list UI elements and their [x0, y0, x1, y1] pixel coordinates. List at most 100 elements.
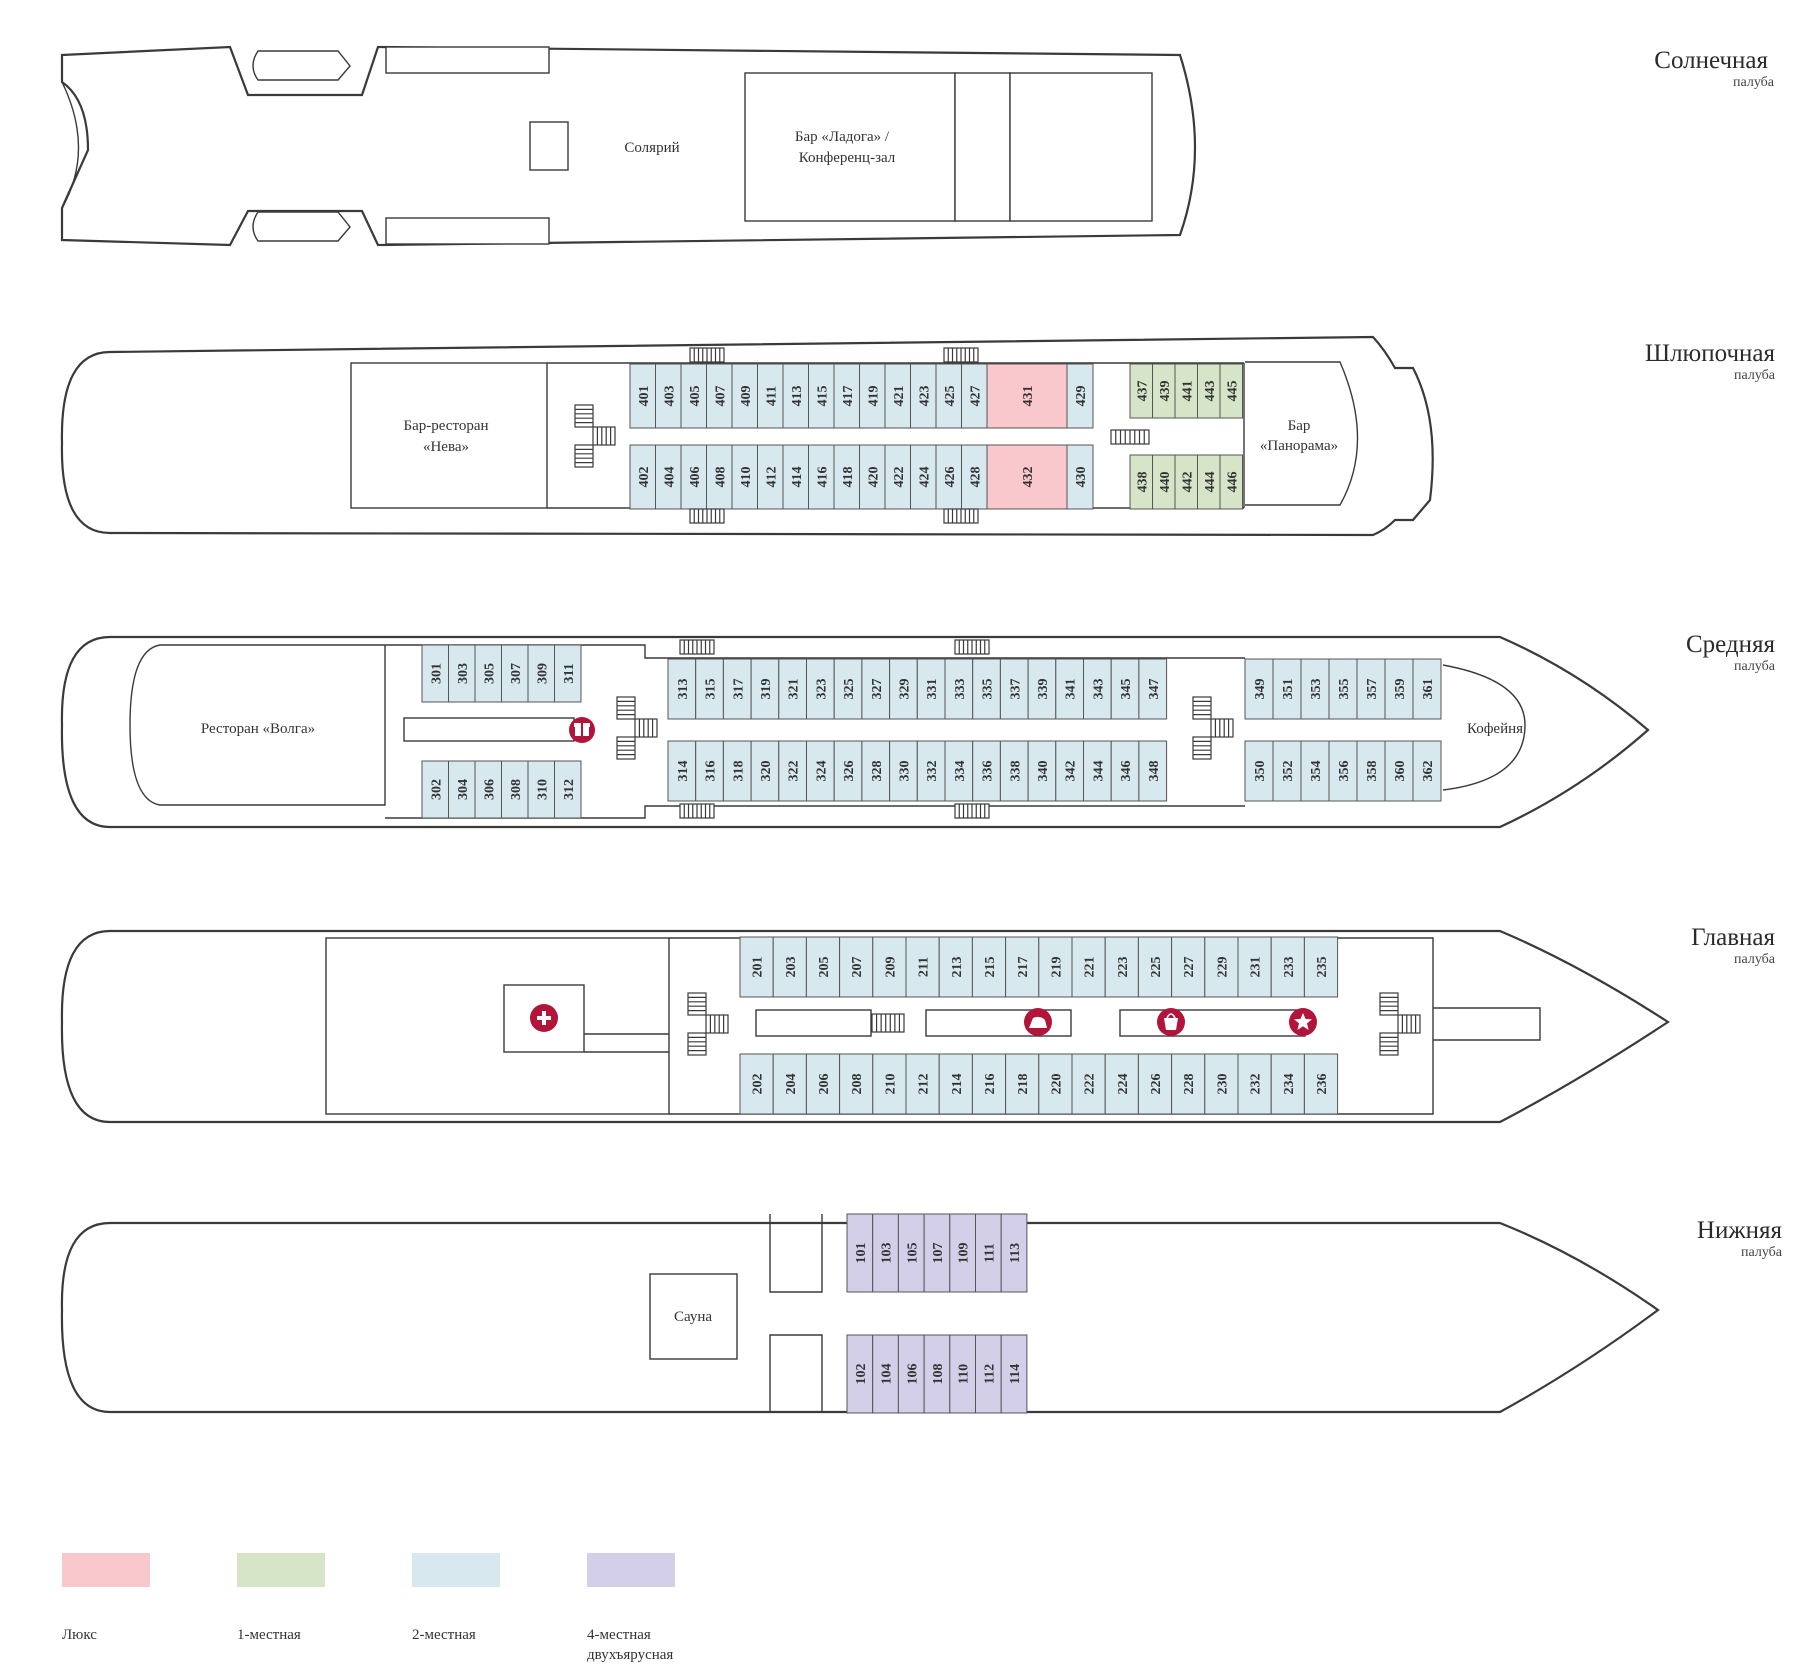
cabin-316[interactable]: 316: [695, 740, 724, 802]
cabin-215[interactable]: 215: [971, 936, 1007, 998]
cabin-201[interactable]: 201: [739, 936, 774, 998]
cabin-415[interactable]: 415: [808, 363, 835, 429]
cabin-440[interactable]: 440: [1152, 454, 1176, 510]
cabin-405[interactable]: 405: [680, 363, 707, 429]
cabin-348[interactable]: 348: [1138, 740, 1168, 802]
cabin-212[interactable]: 212: [905, 1053, 940, 1115]
cabin-424[interactable]: 424: [910, 444, 937, 510]
cabin-432[interactable]: 432: [986, 444, 1068, 510]
cabin-236[interactable]: 236: [1303, 1053, 1339, 1115]
cabin-324[interactable]: 324: [806, 740, 835, 802]
cabin-335[interactable]: 335: [972, 658, 1001, 720]
cabin-209[interactable]: 209: [872, 936, 907, 998]
cabin-309[interactable]: 309: [527, 644, 555, 703]
cabin-419[interactable]: 419: [859, 363, 886, 429]
cabin-307[interactable]: 307: [501, 644, 529, 703]
cabin-220[interactable]: 220: [1038, 1053, 1073, 1115]
cabin-312[interactable]: 312: [554, 760, 582, 819]
cabin-438[interactable]: 438: [1129, 454, 1153, 510]
cabin-320[interactable]: 320: [750, 740, 780, 802]
cabin-226[interactable]: 226: [1137, 1053, 1173, 1115]
cabin-210[interactable]: 210: [872, 1053, 907, 1115]
cabin-314[interactable]: 314: [667, 740, 697, 802]
cabin-202[interactable]: 202: [739, 1053, 774, 1115]
cabin-331[interactable]: 331: [916, 658, 946, 720]
cabin-109[interactable]: 109: [949, 1213, 976, 1293]
cabin-110[interactable]: 110: [949, 1334, 976, 1414]
cabin-313[interactable]: 313: [667, 658, 697, 720]
cabin-444[interactable]: 444: [1197, 454, 1221, 510]
cabin-319[interactable]: 319: [750, 658, 780, 720]
cabin-355[interactable]: 355: [1328, 658, 1358, 720]
cabin-446[interactable]: 446: [1219, 454, 1243, 510]
cabin-425[interactable]: 425: [935, 363, 962, 429]
cabin-231[interactable]: 231: [1237, 936, 1272, 998]
cabin-401[interactable]: 401: [629, 363, 656, 429]
cabin-417[interactable]: 417: [833, 363, 860, 429]
cabin-101[interactable]: 101: [846, 1213, 874, 1293]
cabin-208[interactable]: 208: [839, 1053, 874, 1115]
cabin-105[interactable]: 105: [897, 1213, 925, 1293]
cabin-229[interactable]: 229: [1204, 936, 1239, 998]
cabin-311[interactable]: 311: [554, 644, 582, 703]
cabin-404[interactable]: 404: [655, 444, 682, 510]
cabin-103[interactable]: 103: [872, 1213, 899, 1293]
cabin-213[interactable]: 213: [938, 936, 973, 998]
cabin-318[interactable]: 318: [722, 740, 752, 802]
cabin-445[interactable]: 445: [1219, 363, 1243, 419]
cabin-411[interactable]: 411: [757, 363, 784, 429]
cabin-304[interactable]: 304: [448, 760, 476, 819]
cabin-426[interactable]: 426: [935, 444, 962, 510]
cabin-308[interactable]: 308: [501, 760, 529, 819]
cabin-225[interactable]: 225: [1137, 936, 1173, 998]
cabin-413[interactable]: 413: [782, 363, 809, 429]
cabin-203[interactable]: 203: [772, 936, 807, 998]
cabin-408[interactable]: 408: [706, 444, 733, 510]
cabin-357[interactable]: 357: [1356, 658, 1386, 720]
cabin-112[interactable]: 112: [975, 1334, 1002, 1414]
cabin-420[interactable]: 420: [859, 444, 886, 510]
cabin-410[interactable]: 410: [731, 444, 758, 510]
cabin-321[interactable]: 321: [778, 658, 807, 720]
cabin-407[interactable]: 407: [706, 363, 733, 429]
cabin-443[interactable]: 443: [1197, 363, 1221, 419]
cabin-354[interactable]: 354: [1300, 740, 1330, 802]
cabin-343[interactable]: 343: [1083, 658, 1112, 720]
cabin-322[interactable]: 322: [778, 740, 807, 802]
cabin-349[interactable]: 349: [1244, 658, 1274, 720]
cabin-356[interactable]: 356: [1328, 740, 1358, 802]
cabin-442[interactable]: 442: [1174, 454, 1198, 510]
cabin-429[interactable]: 429: [1066, 363, 1094, 429]
cabin-423[interactable]: 423: [910, 363, 937, 429]
cabin-217[interactable]: 217: [1005, 936, 1040, 998]
cabin-336[interactable]: 336: [972, 740, 1001, 802]
cabin-341[interactable]: 341: [1055, 658, 1085, 720]
cabin-221[interactable]: 221: [1071, 936, 1106, 998]
cabin-358[interactable]: 358: [1356, 740, 1386, 802]
cabin-104[interactable]: 104: [872, 1334, 899, 1414]
cabin-346[interactable]: 346: [1110, 740, 1140, 802]
cabin-414[interactable]: 414: [782, 444, 809, 510]
cabin-325[interactable]: 325: [833, 658, 863, 720]
cabin-427[interactable]: 427: [961, 363, 988, 429]
cabin-204[interactable]: 204: [772, 1053, 807, 1115]
cabin-214[interactable]: 214: [938, 1053, 973, 1115]
cabin-439[interactable]: 439: [1152, 363, 1176, 419]
cabin-232[interactable]: 232: [1237, 1053, 1272, 1115]
cabin-418[interactable]: 418: [833, 444, 860, 510]
cabin-421[interactable]: 421: [884, 363, 911, 429]
cabin-330[interactable]: 330: [889, 740, 918, 802]
cabin-344[interactable]: 344: [1083, 740, 1112, 802]
cabin-224[interactable]: 224: [1104, 1053, 1139, 1115]
cabin-441[interactable]: 441: [1174, 363, 1198, 419]
cabin-402[interactable]: 402: [629, 444, 656, 510]
cabin-111[interactable]: 111: [975, 1213, 1002, 1293]
cabin-306[interactable]: 306: [474, 760, 502, 819]
cabin-334[interactable]: 334: [944, 740, 974, 802]
cabin-207[interactable]: 207: [839, 936, 874, 998]
cabin-310[interactable]: 310: [527, 760, 555, 819]
cabin-235[interactable]: 235: [1303, 936, 1339, 998]
cabin-108[interactable]: 108: [923, 1334, 951, 1414]
cabin-360[interactable]: 360: [1384, 740, 1414, 802]
cabin-406[interactable]: 406: [680, 444, 707, 510]
